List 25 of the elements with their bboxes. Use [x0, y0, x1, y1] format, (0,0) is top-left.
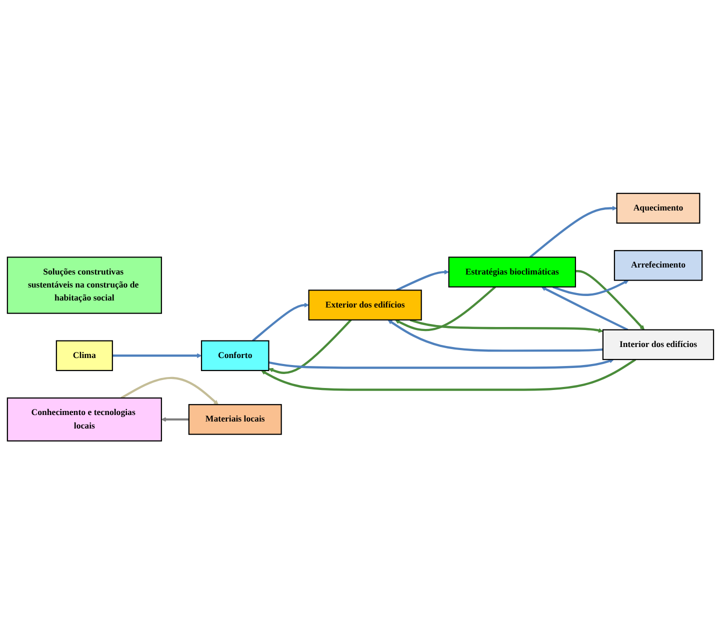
arrow [394, 286, 496, 332]
node-box: Conhecimento e tecnologias locais [6, 398, 162, 442]
arrow [529, 206, 618, 258]
node-box: Clima [56, 340, 113, 372]
arrow [268, 320, 352, 374]
arrow [268, 358, 614, 370]
arrow [575, 270, 645, 330]
arrow [120, 377, 218, 406]
arrow [552, 280, 629, 296]
arrow [252, 302, 310, 342]
arrow [388, 320, 604, 352]
arrow [161, 417, 189, 422]
node-box: Exterior dos edifícios [308, 290, 422, 321]
arrow [261, 358, 636, 392]
node-box: Aquecimento [616, 193, 700, 224]
arrow [396, 270, 450, 292]
arrow [541, 287, 628, 332]
node-box: Estratégias bioclimáticas [448, 257, 576, 288]
node-box: Conforto [200, 340, 270, 372]
node-box: Arrefecimento [614, 250, 703, 282]
node-box: Materiais locais [188, 404, 282, 436]
node-box: Soluções construtivas sustentáveis na construção de habitação social [6, 257, 162, 314]
node-box: Interior dos edifícios [602, 330, 714, 360]
arrow [112, 354, 202, 358]
arrow [410, 319, 604, 334]
